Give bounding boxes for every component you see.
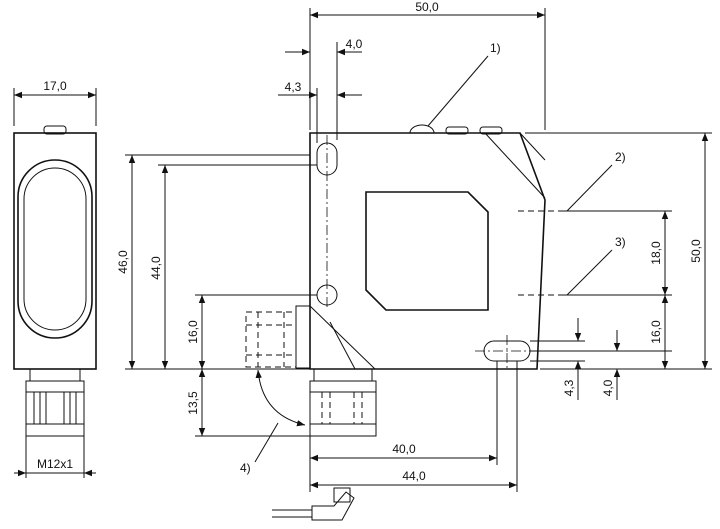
dim-lower-offset: 16,0 bbox=[649, 320, 663, 344]
side-lens-window bbox=[17, 159, 93, 339]
callout-1: 1) bbox=[490, 41, 501, 55]
callout-3: 3) bbox=[615, 235, 626, 249]
dim-bottom-inner: 40,0 bbox=[392, 442, 416, 456]
dim-hole-width: 4,3 bbox=[285, 80, 302, 94]
dim-connector-height: 16,0 bbox=[186, 320, 200, 344]
callout-4: 4) bbox=[240, 461, 251, 475]
button-2 bbox=[479, 126, 503, 135]
dim-connector-drop: 13,5 bbox=[186, 391, 200, 415]
dim-window-height: 18,0 bbox=[649, 241, 663, 265]
dim-bottom-outer: 44,0 bbox=[402, 469, 426, 483]
cable-connector bbox=[272, 487, 355, 521]
dim-width-top: 50,0 bbox=[415, 0, 439, 14]
front-housing bbox=[309, 132, 546, 370]
dim-height-inner: 44,0 bbox=[149, 256, 163, 280]
lens-window bbox=[365, 191, 489, 311]
dim-height-right: 50,0 bbox=[689, 239, 703, 263]
side-connector bbox=[25, 368, 85, 437]
connector-front bbox=[245, 305, 377, 437]
dim-slot-width: 4,3 bbox=[562, 379, 576, 396]
dim-hole-offset: 4,0 bbox=[346, 37, 363, 51]
side-view: 17,0 M12x1 bbox=[13, 79, 97, 478]
button-1 bbox=[445, 126, 469, 135]
side-button bbox=[43, 125, 67, 135]
front-view bbox=[245, 124, 560, 437]
dim-side-width: 17,0 bbox=[43, 79, 67, 93]
dim-thread: M12x1 bbox=[37, 457, 73, 471]
callout-2: 2) bbox=[615, 150, 626, 164]
dim-slot-height: 4,0 bbox=[601, 379, 615, 396]
dim-height-outer: 46,0 bbox=[116, 250, 130, 274]
